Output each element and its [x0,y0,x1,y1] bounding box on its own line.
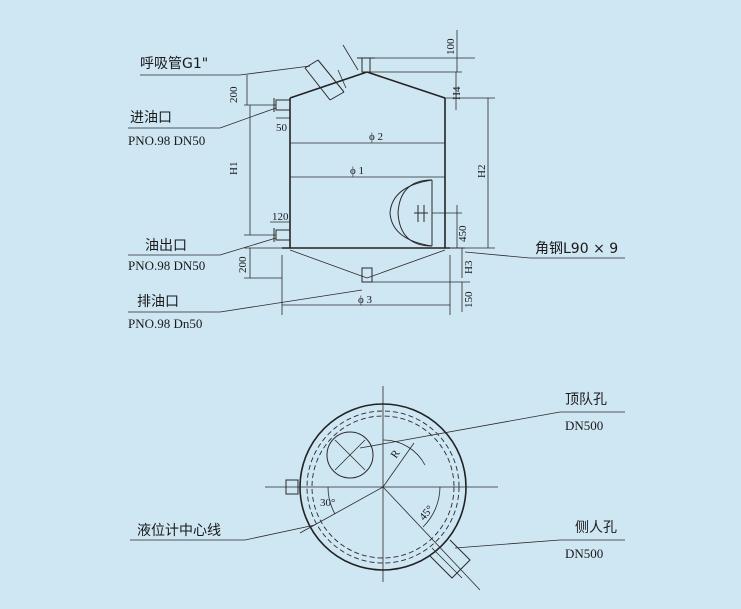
level-gauge-nozzle [285,479,299,495]
side-manhole [397,179,433,247]
dim-phi2: ϕ 2 [369,131,383,143]
dim-phi3: ϕ 3 [358,294,373,306]
dim-h1: H1 [228,162,240,175]
dim-phi1: ϕ 1 [350,165,364,177]
top-manhole [326,431,374,479]
bottom-cone-left [289,249,368,279]
drain-nozzle [361,267,373,283]
breather-pipe [361,57,371,73]
dim-200-top: 200 [228,86,240,103]
roof-right [366,71,446,99]
radius-label: R [389,447,403,460]
inlet-nozzle [275,99,291,111]
dim-100: 100 [445,38,457,55]
breather-label: 呼吸管G1" [140,56,208,72]
dim-120: 120 [272,211,289,223]
plan-view: 顶队孔 DN500 侧人孔 DN500 液位计中心线 30° 45° R [130,386,625,591]
side-manhole-label: 侧人孔 [575,520,617,536]
bottom-cone-right [366,249,446,279]
top-manhole-label: 顶队孔 [565,392,607,408]
inlet-spec: PNO.98 DN50 [128,133,205,148]
roof-left [289,71,368,99]
dim-h2: H2 [476,165,488,178]
elevation-view: 呼吸管G1" 进油口 PNO.98 DN50 油出口 PNO.98 DN50 排… [128,30,625,331]
dim-200-bottom: 200 [237,256,249,273]
outlet-nozzle [275,229,291,241]
level-gauge-label: 液位计中心线 [137,523,221,539]
dim-450: 450 [457,225,469,242]
dim-50: 50 [276,122,288,134]
angle-steel-label: 角钢L90 × 9 [535,241,618,257]
dim-h3: H3 [463,260,475,274]
top-manhole-spec: DN500 [565,418,603,433]
angle-45: 45° [417,503,436,523]
side-manhole-plan [429,539,471,579]
inlet-label: 进油口 [130,110,172,126]
drain-spec: PNO.98 Dn50 [128,316,202,331]
outlet-spec: PNO.98 DN50 [128,258,205,273]
drain-label: 排油口 [137,294,179,310]
side-manhole-spec: DN500 [565,546,603,561]
dim-150: 150 [463,291,475,308]
angle-30: 30° [320,497,335,509]
dim-h4: H4 [451,86,463,100]
outlet-label: 油出口 [145,238,187,254]
